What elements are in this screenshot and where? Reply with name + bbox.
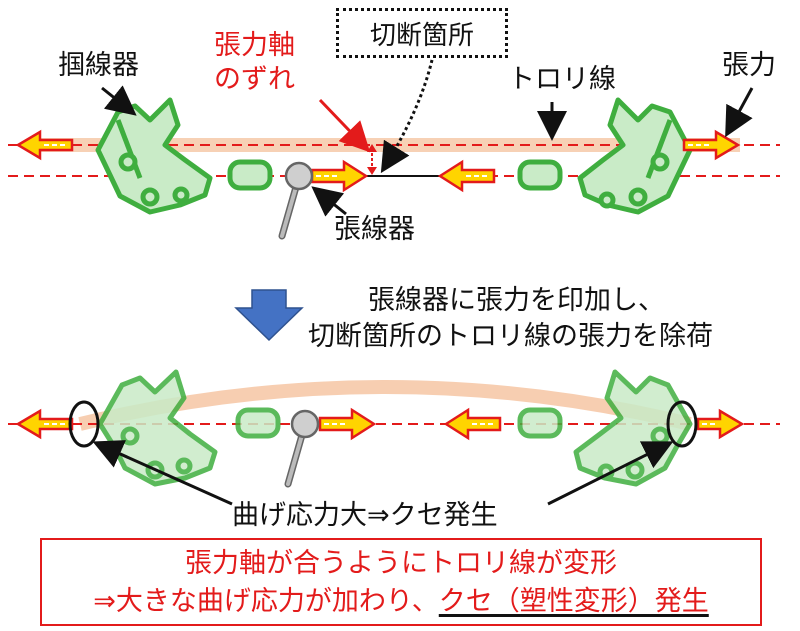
- tension-arrow-left-top: [15, 129, 74, 161]
- leader-clamp: [101, 85, 137, 116]
- label-cut-point-box: 切断箇所: [336, 8, 508, 58]
- tension-arrow-left-bottom: [15, 408, 74, 440]
- label-axis-shift-line1: 張力軸: [214, 30, 295, 61]
- tension-arrow-right-top: [682, 129, 741, 161]
- bending-point-left: [68, 400, 100, 448]
- leader-tension: [725, 87, 754, 138]
- label-clamp: 掴線器: [58, 50, 139, 81]
- leader-tensioner: [311, 186, 347, 217]
- clamp-left-top: [95, 97, 273, 215]
- leader-bending-right: [547, 441, 674, 506]
- label-cut-point: 切断箇所: [369, 20, 474, 51]
- tension-arrow-right-inner-bottom: [443, 407, 502, 441]
- label-tensioner: 張線器: [334, 214, 415, 245]
- tensioner-top: [278, 161, 314, 240]
- caption-line1: 張線器に張力を印加し、: [368, 285, 665, 316]
- summary-line2-prefix: ⇒大きな曲げ応力が加わり、: [93, 586, 439, 617]
- tension-arrow-tensioner-top: [310, 159, 369, 193]
- clamp-right-bottom: [517, 369, 693, 487]
- tension-arrow-right-bottom: [696, 408, 745, 440]
- summary-line2-underlined: クセ（塑性変形）発生: [438, 586, 709, 617]
- tension-arrow-right-inner-top: [437, 159, 496, 193]
- tension-arrow-tensioner-bottom: [318, 407, 377, 441]
- caption-line2: 切断箇所のトロリ線の張力を除荷: [308, 321, 713, 352]
- clamp-right-top: [517, 97, 693, 215]
- leader-cut-point: [380, 59, 434, 174]
- tensioner-bottom: [284, 409, 320, 488]
- summary-line1: 張力軸が合うようにトロリ線が変形: [185, 548, 617, 579]
- down-arrow: [234, 289, 304, 342]
- label-trolley-wire: トロリ線: [508, 64, 616, 95]
- label-axis-shift-line2: のずれ: [214, 64, 295, 95]
- label-bending: 曲げ応力大⇒クセ発生: [232, 500, 498, 531]
- label-tension: 張力: [722, 50, 776, 81]
- summary-line2: ⇒大きな曲げ応力が加わり、クセ（塑性変形）発生: [42, 584, 760, 620]
- leader-axis-shift: [318, 98, 371, 153]
- summary-box: 張力軸が合うようにトロリ線が変形 ⇒大きな曲げ応力が加わり、クセ（塑性変形）発生: [40, 538, 762, 626]
- bending-point-right: [666, 400, 698, 448]
- leader-bending-left: [92, 440, 233, 506]
